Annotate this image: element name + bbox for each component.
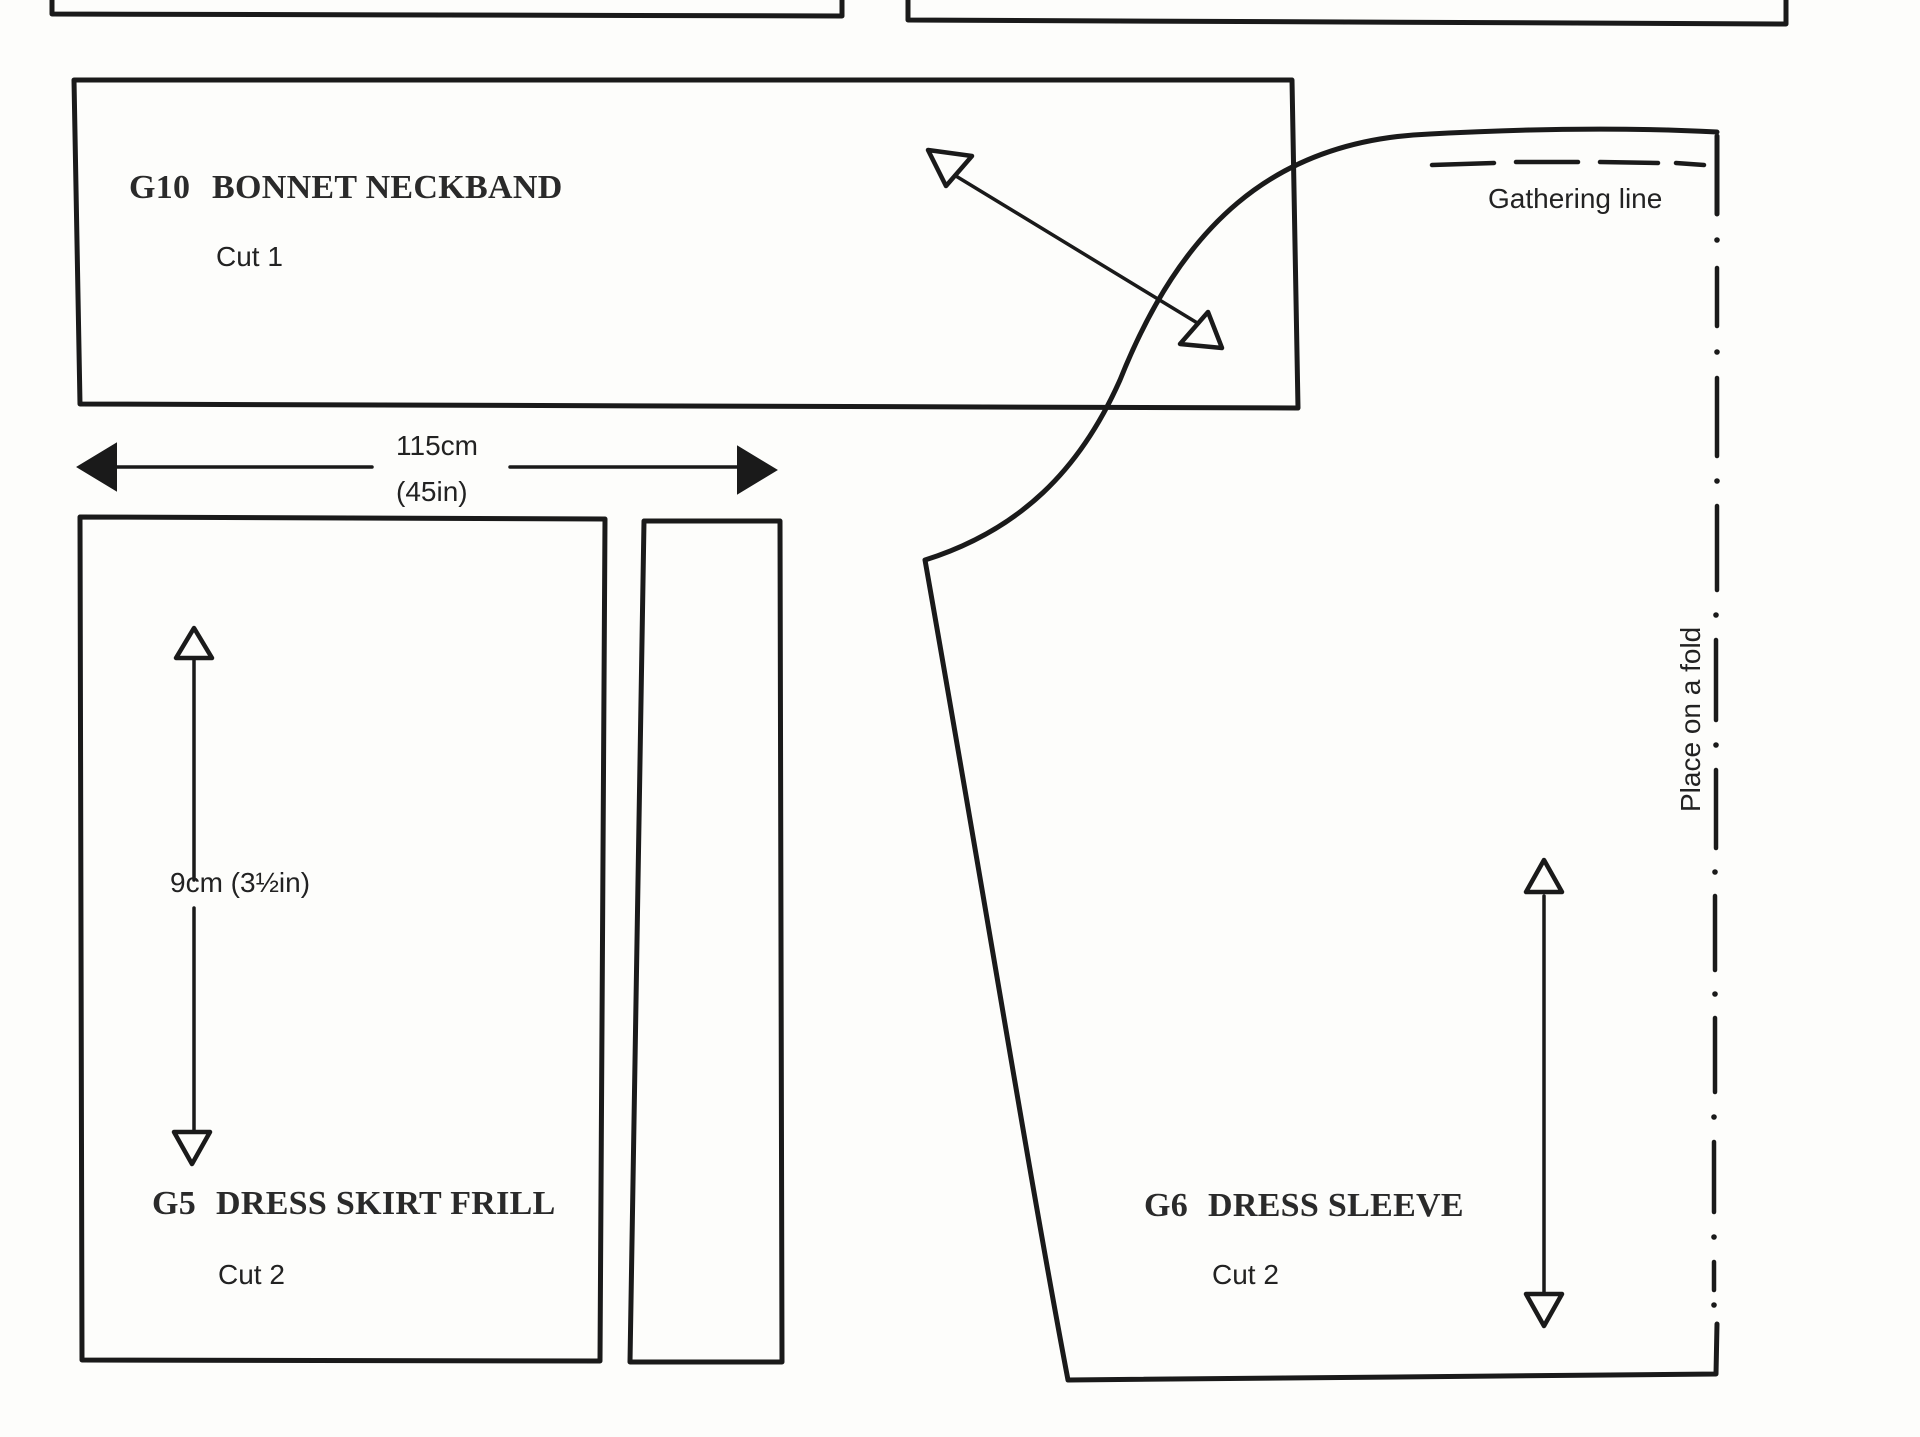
skirt-frill-code: G5 xyxy=(152,1185,196,1222)
fold-line xyxy=(1711,237,1720,1308)
grainline-arrow-sleeve xyxy=(1523,857,1565,1329)
gathering-line xyxy=(1429,159,1707,168)
bonnet-neckband-outline xyxy=(71,77,1301,411)
skirt-frill-name: DRESS SKIRT FRILL xyxy=(216,1185,556,1222)
frill-width-in-label: (45in) xyxy=(396,476,468,507)
skirt-frill-cut: Cut 2 xyxy=(218,1259,285,1290)
arrow-right-icon xyxy=(737,445,778,495)
sleeve-code: G6 xyxy=(1144,1187,1188,1224)
skirt-frill-left-section xyxy=(77,514,608,1364)
bonnet-neckband-name: BONNET NECKBAND xyxy=(212,169,563,206)
bonnet-neckband-code: G10 xyxy=(129,169,190,206)
gathering-line-label: Gathering line xyxy=(1488,183,1662,214)
frill-height-label: 9cm (3½in) xyxy=(170,867,310,898)
piece-dress-skirt-frill: 9cm (3½in) G5 DRESS SKIRT FRILL Cut 2 xyxy=(77,514,785,1365)
fold-line-label: Place on a fold xyxy=(1675,627,1706,812)
grainline-arrow-vertical xyxy=(171,625,215,1167)
sleeve-outline xyxy=(922,126,1720,1383)
sleeve-cut: Cut 2 xyxy=(1212,1259,1279,1290)
piece-bonnet-neckband: G10 BONNET NECKBAND Cut 1 xyxy=(71,77,1301,411)
partial-piece-top-left xyxy=(49,0,845,19)
skirt-frill-right-section xyxy=(627,518,785,1365)
grainline-arrow-bias xyxy=(925,147,1225,351)
frill-width-cm-label: 115cm xyxy=(396,430,478,461)
frill-width-dimension: 115cm (45in) xyxy=(76,430,778,507)
piece-dress-sleeve: Gathering line Place on a fold xyxy=(922,126,1720,1383)
partial-piece-top-right xyxy=(905,0,1789,27)
arrow-left-icon xyxy=(76,442,117,492)
bonnet-neckband-cut: Cut 1 xyxy=(216,241,283,272)
sleeve-name: DRESS SLEEVE xyxy=(1208,1187,1464,1224)
